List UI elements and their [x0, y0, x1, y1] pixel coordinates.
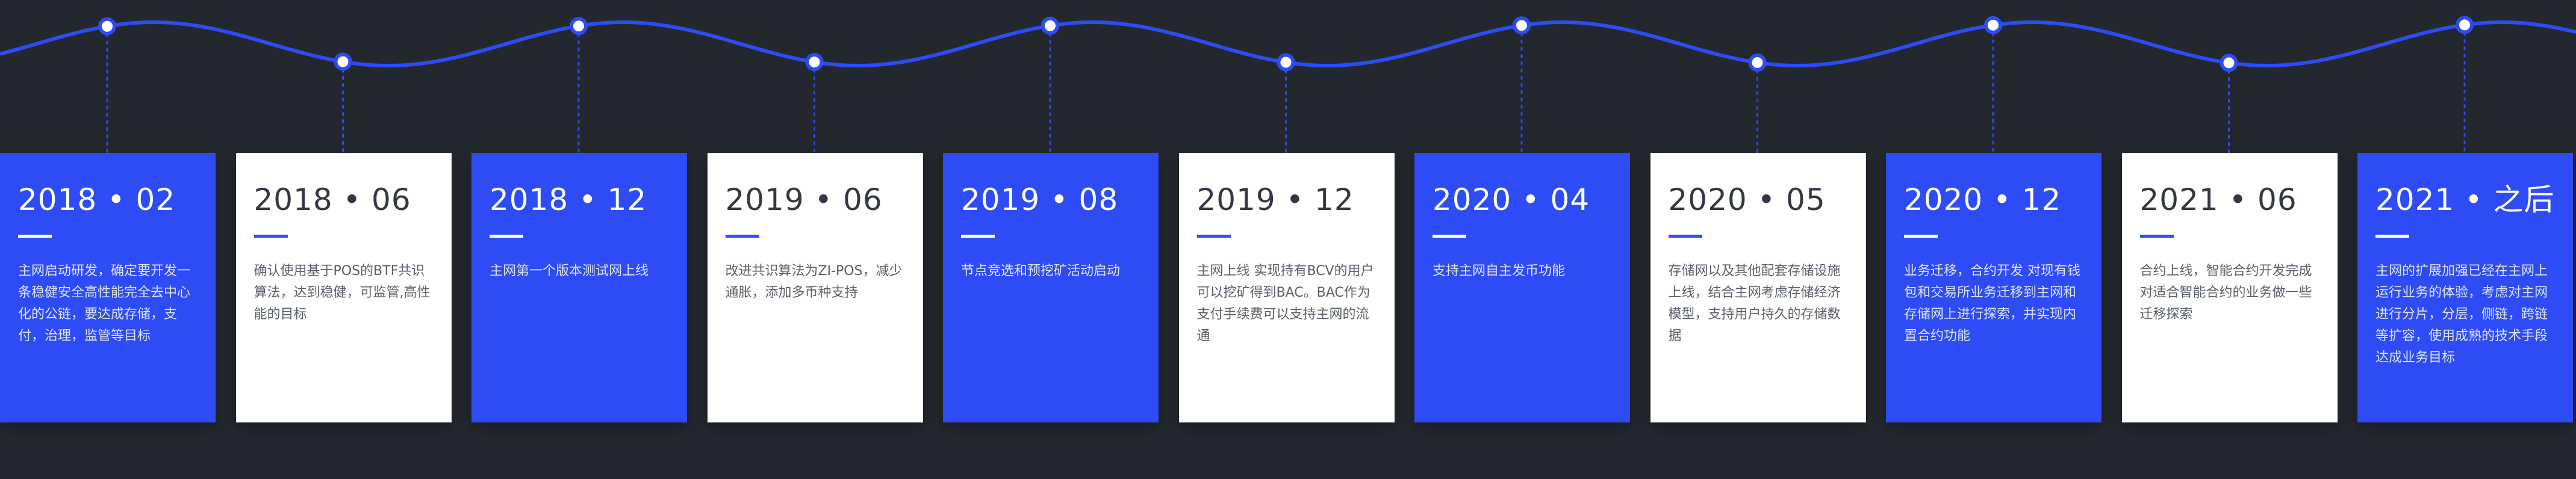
milestone-description: 合约上线，智能合约开发完成对适合智能合约的业务做一些迁移探索	[2139, 264, 2312, 322]
milestone-divider	[1433, 235, 1466, 238]
milestone-date: 2019 • 12	[1196, 182, 1354, 217]
milestone-markers	[98, 16, 2474, 72]
milestone-marker	[2220, 54, 2238, 72]
milestone-card: 2020 • 05 存储网以及其他配套存储设施上线，结合主网考虑存储经济模型，支持…	[1650, 153, 1866, 422]
milestone-card: 2021 • 之后主网的扩展加强已经在主网上运行业务的体验，考虑对主网进行分片，…	[2357, 153, 2573, 422]
milestone-marker	[334, 52, 352, 71]
milestone-marker	[1277, 53, 1295, 72]
milestone-marker	[98, 17, 116, 36]
milestone-divider	[490, 235, 523, 238]
milestone-card: 2018 • 02 主网启动研发，确定要开发一条稳健安全高性能完全去中心化的公链，…	[0, 153, 216, 422]
milestone-card: 2018 • 06 确认使用基于POS的BTF共识算法，达到稳健，可监管,高性能的…	[235, 153, 452, 422]
milestone-marker	[2456, 16, 2474, 34]
connector-lines	[106, 25, 2466, 153]
milestone-marker	[1513, 16, 1531, 35]
milestone-divider	[2139, 235, 2174, 238]
milestone-card: 2019 • 06 改进共识算法为ZI-POS，减少通胀，添加多币种支持	[707, 153, 923, 422]
milestone-date: 2019 • 08	[961, 182, 1119, 217]
milestone-description: 确认使用基于POS的BTF共识算法，达到稳健，可监管,高性能的目标	[254, 264, 431, 322]
milestone-description: 改进共识算法为ZI-POS，减少通胀，添加多币种支持	[725, 264, 903, 300]
milestone-marker	[1041, 16, 1059, 35]
milestone-marker	[805, 53, 824, 72]
milestone-divider	[18, 235, 52, 238]
milestone-description: 主网的扩展加强已经在主网上运行业务的体验，考虑对主网进行分片，分层，侧链，跨链等…	[2375, 264, 2548, 365]
milestone-marker	[1748, 53, 1767, 72]
milestone-date: 2020 • 04	[1433, 182, 1590, 217]
milestone-date: 2020 • 05	[1668, 182, 1826, 217]
milestone-date: 2019 • 06	[725, 182, 883, 217]
milestone-card: 2019 • 08 节点竞选和预挖矿活动启动	[943, 153, 1159, 422]
milestone-divider	[1668, 235, 1702, 238]
milestone-description: 主网上线 实现持有BCV的用户可以挖矿得到BAC。BAC作为支付手续费可以支持主…	[1196, 264, 1374, 344]
milestone-description: 存储网以及其他配套存储设施上线，结合主网考虑存储经济模型，支持用户持久的存储数据	[1668, 264, 1841, 344]
milestone-card: 2021 • 06 合约上线，智能合约开发完成对适合智能合约的业务做一些迁移探索	[2121, 153, 2338, 422]
milestone-marker	[570, 17, 588, 36]
milestone-description: 节点竞选和预挖矿活动启动	[961, 264, 1121, 279]
milestone-description: 业务迁移，合约开发 对现有钱包和交易所业务迁移到主网和存储网上进行探索，并实现内…	[1904, 264, 2080, 344]
milestone-date: 2018 • 06	[254, 182, 411, 217]
milestone-date: 2020 • 12	[1904, 182, 2062, 217]
milestone-card: 2020 • 12 业务迁移，合约开发 对现有钱包和交易所业务迁移到主网和存储网上…	[1886, 153, 2102, 422]
milestone-description: 主网第一个版本测试网上线	[490, 264, 649, 279]
milestone-divider	[254, 235, 288, 238]
milestone-card: 2019 • 12 主网上线 实现持有BCV的用户可以挖矿得到BAC。BAC作为支…	[1178, 153, 1395, 422]
milestone-date: 2018 • 12	[490, 182, 647, 217]
milestone-divider	[1196, 235, 1231, 238]
milestone-divider	[1904, 235, 1938, 238]
milestone-card: 2020 • 04 支持主网自主发币功能	[1414, 153, 1630, 422]
milestone-date: 2018 • 02	[18, 182, 176, 217]
milestone-description: 支持主网自主发币功能	[1433, 264, 1566, 279]
milestone-card: 2018 • 12 主网第一个版本测试网上线	[471, 153, 687, 422]
milestone-divider	[2375, 235, 2409, 238]
milestone-divider	[725, 235, 759, 238]
milestone-date: 2021 • 06	[2139, 182, 2297, 217]
milestone-date: 2021 • 之后	[2375, 182, 2555, 217]
milestone-description: 主网启动研发，确定要开发一条稳健安全高性能完全去中心化的公链，要达成存储，支付，…	[18, 264, 191, 344]
milestone-marker	[1984, 16, 2002, 34]
milestone-divider	[961, 235, 995, 238]
